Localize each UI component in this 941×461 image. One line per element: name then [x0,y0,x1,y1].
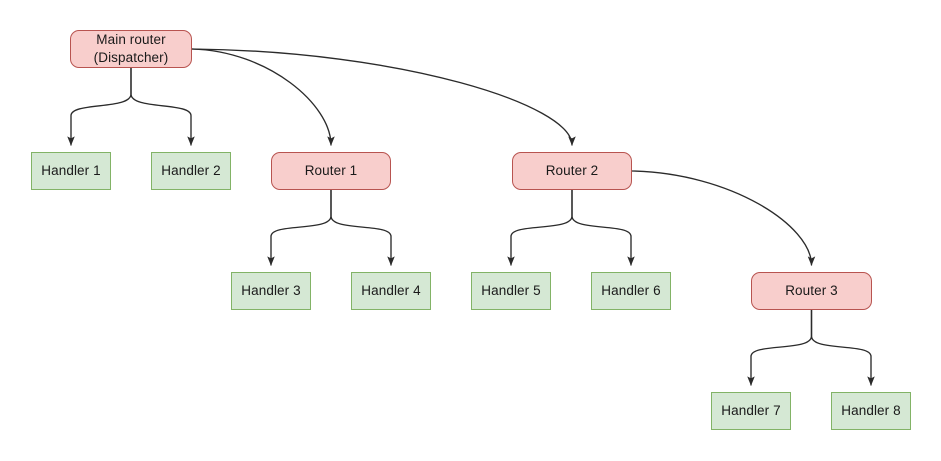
node-router-3[interactable]: Router 3 [751,272,872,310]
node-label-handler-6: Handler 6 [601,283,661,299]
edge-e-main-r1 [191,48,335,146]
edge-e-main-h1 [67,67,132,146]
edge-e-r3-h7 [747,309,813,386]
node-label-handler-8: Handler 8 [841,403,901,419]
node-handler-4[interactable]: Handler 4 [351,272,431,310]
node-handler-7[interactable]: Handler 7 [711,392,791,430]
node-handler-5[interactable]: Handler 5 [471,272,551,310]
edge-e-r3-h8 [810,309,875,386]
node-handler-8[interactable]: Handler 8 [831,392,911,430]
node-label-handler-5: Handler 5 [481,283,541,299]
node-label-router-1: Router 1 [304,163,358,179]
node-label-router-2: Router 2 [545,163,599,179]
edge-e-main-h2 [130,67,195,146]
node-label-handler-3: Handler 3 [241,283,301,299]
edge-e-main-r2 [191,48,576,146]
node-label-handler-4: Handler 4 [361,283,421,299]
node-label-main-router: Main router (Dispatcher) [93,32,169,65]
edge-e-r2-h6 [571,189,635,266]
edge-e-r2-h5 [507,189,573,266]
node-label-handler-7: Handler 7 [721,403,781,419]
edge-e-r1-h3 [267,189,332,266]
node-handler-6[interactable]: Handler 6 [591,272,671,310]
node-label-handler-2: Handler 2 [161,163,221,179]
node-router-1[interactable]: Router 1 [271,152,391,190]
edge-e-r1-h4 [330,189,395,266]
node-router-2[interactable]: Router 2 [512,152,632,190]
node-main-router[interactable]: Main router (Dispatcher) [70,30,192,68]
node-handler-3[interactable]: Handler 3 [231,272,311,310]
node-handler-2[interactable]: Handler 2 [151,152,231,190]
node-label-router-3: Router 3 [785,283,838,299]
edge-e-r2-r3 [631,170,816,266]
node-handler-1[interactable]: Handler 1 [31,152,111,190]
node-label-handler-1: Handler 1 [41,163,101,179]
